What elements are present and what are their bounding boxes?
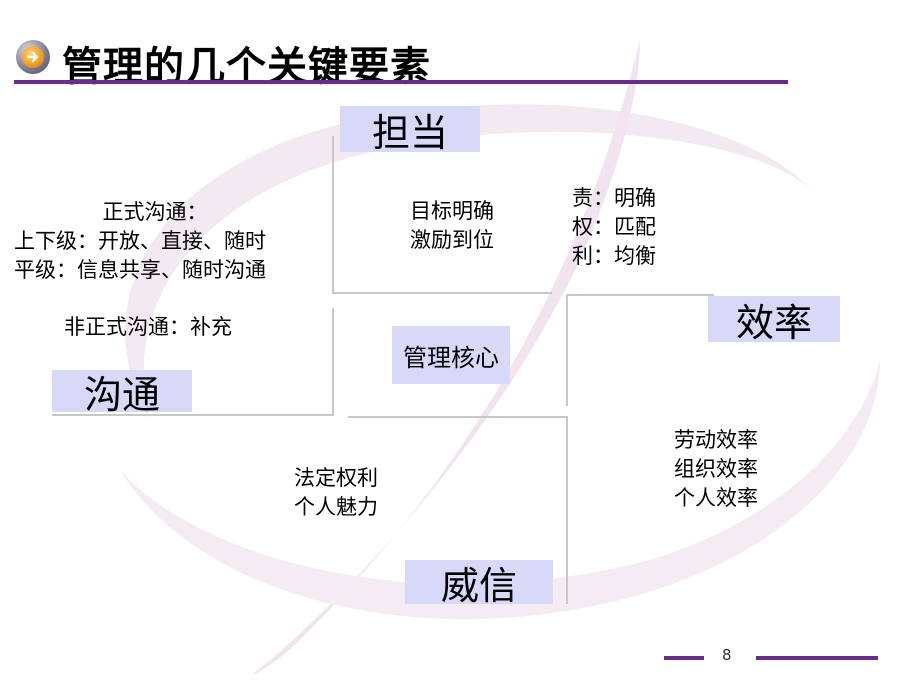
xiaolv-line: 组织效率 [674, 457, 758, 481]
weixin-text: 法定权利 个人魅力 [294, 464, 378, 522]
weixin-line: 个人魅力 [294, 495, 378, 519]
xiaolv-top-line: 责：明确 [572, 186, 656, 210]
xiaolv-line: 劳动效率 [674, 428, 758, 452]
goutong-formal-heading: 正式沟通： [102, 200, 208, 224]
xiaolv-top-line: 利：均衡 [572, 244, 656, 268]
arrow-right-icon [16, 40, 50, 74]
xiaolv-efficiency-text: 劳动效率 组织效率 个人效率 [674, 426, 758, 513]
page-number: 8 [722, 646, 732, 664]
xiaolv-line: 个人效率 [674, 486, 758, 510]
goutong-formal-line: 平级：信息共享、随时沟通 [14, 258, 266, 282]
divider-top-left-vertical [332, 136, 334, 294]
divider-top-right-horizontal [566, 294, 714, 296]
core-label: 管理核心 [392, 326, 510, 384]
dandang-line: 激励到位 [410, 228, 494, 252]
dandang-line: 目标明确 [410, 199, 494, 223]
divider-bottom-horizontal [348, 416, 568, 418]
weixin-line: 法定权利 [294, 466, 378, 490]
goutong-formal-text: 正式沟通： 上下级：开放、直接、随时 平级：信息共享、随时沟通 [10, 198, 310, 285]
footer-bar-left [664, 656, 704, 660]
divider-bottom-vertical [566, 416, 568, 604]
divider-top-right-vertical [566, 294, 568, 406]
label-goutong: 沟通 [52, 370, 192, 417]
label-xiaolv: 效率 [708, 296, 840, 345]
xiaolv-top-line: 权：匹配 [572, 215, 656, 239]
divider-mid-left-horizontal [52, 414, 334, 416]
goutong-informal-text: 非正式沟通：补充 [64, 315, 232, 339]
label-weixin: 威信 [405, 560, 553, 608]
title-underline [14, 80, 788, 84]
divider-top-left-horizontal [332, 292, 552, 294]
divider-mid-left-vertical [332, 308, 334, 416]
footer-bar-right [756, 656, 878, 660]
label-dandang: 担当 [340, 106, 480, 155]
xiaolv-responsibility-text: 责：明确 权：匹配 利：均衡 [572, 184, 656, 271]
dandang-text: 目标明确 激励到位 [392, 197, 512, 255]
goutong-formal-line: 上下级：开放、直接、随时 [14, 229, 266, 253]
